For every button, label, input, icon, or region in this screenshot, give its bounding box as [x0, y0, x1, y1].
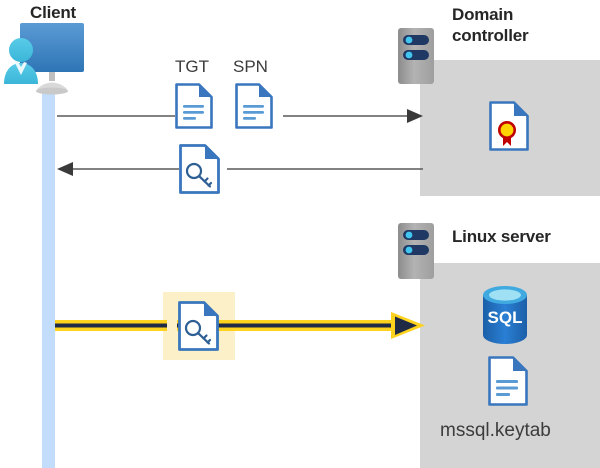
service-ticket-arrow-to-linux — [55, 310, 430, 342]
spn-label: SPN — [233, 57, 268, 76]
keytab-document-icon — [487, 355, 529, 407]
linux-server-icon — [397, 222, 437, 280]
client-title: Client — [30, 3, 77, 22]
linux-server-title: Linux server — [452, 227, 551, 246]
tgt-document-icon — [174, 82, 214, 130]
request-arrow-to-dc — [55, 105, 425, 127]
ticket-document-key-icon — [178, 143, 222, 195]
spn-document-icon — [234, 82, 274, 130]
ticket-response-arrow-to-client — [55, 158, 425, 180]
keytab-filename-label: mssql.keytab — [440, 420, 551, 441]
tgt-label: TGT — [175, 57, 209, 76]
client-lifeline — [42, 88, 55, 468]
service-ticket-document-key-icon — [177, 300, 221, 352]
user-monitor-icon — [2, 22, 107, 100]
domain-controller-server-icon — [397, 27, 437, 85]
sql-database-icon: SQL — [478, 286, 532, 346]
certificate-document-icon — [488, 100, 530, 152]
domain-controller-title: Domain controller — [452, 5, 529, 45]
sql-icon-text: SQL — [488, 308, 523, 327]
